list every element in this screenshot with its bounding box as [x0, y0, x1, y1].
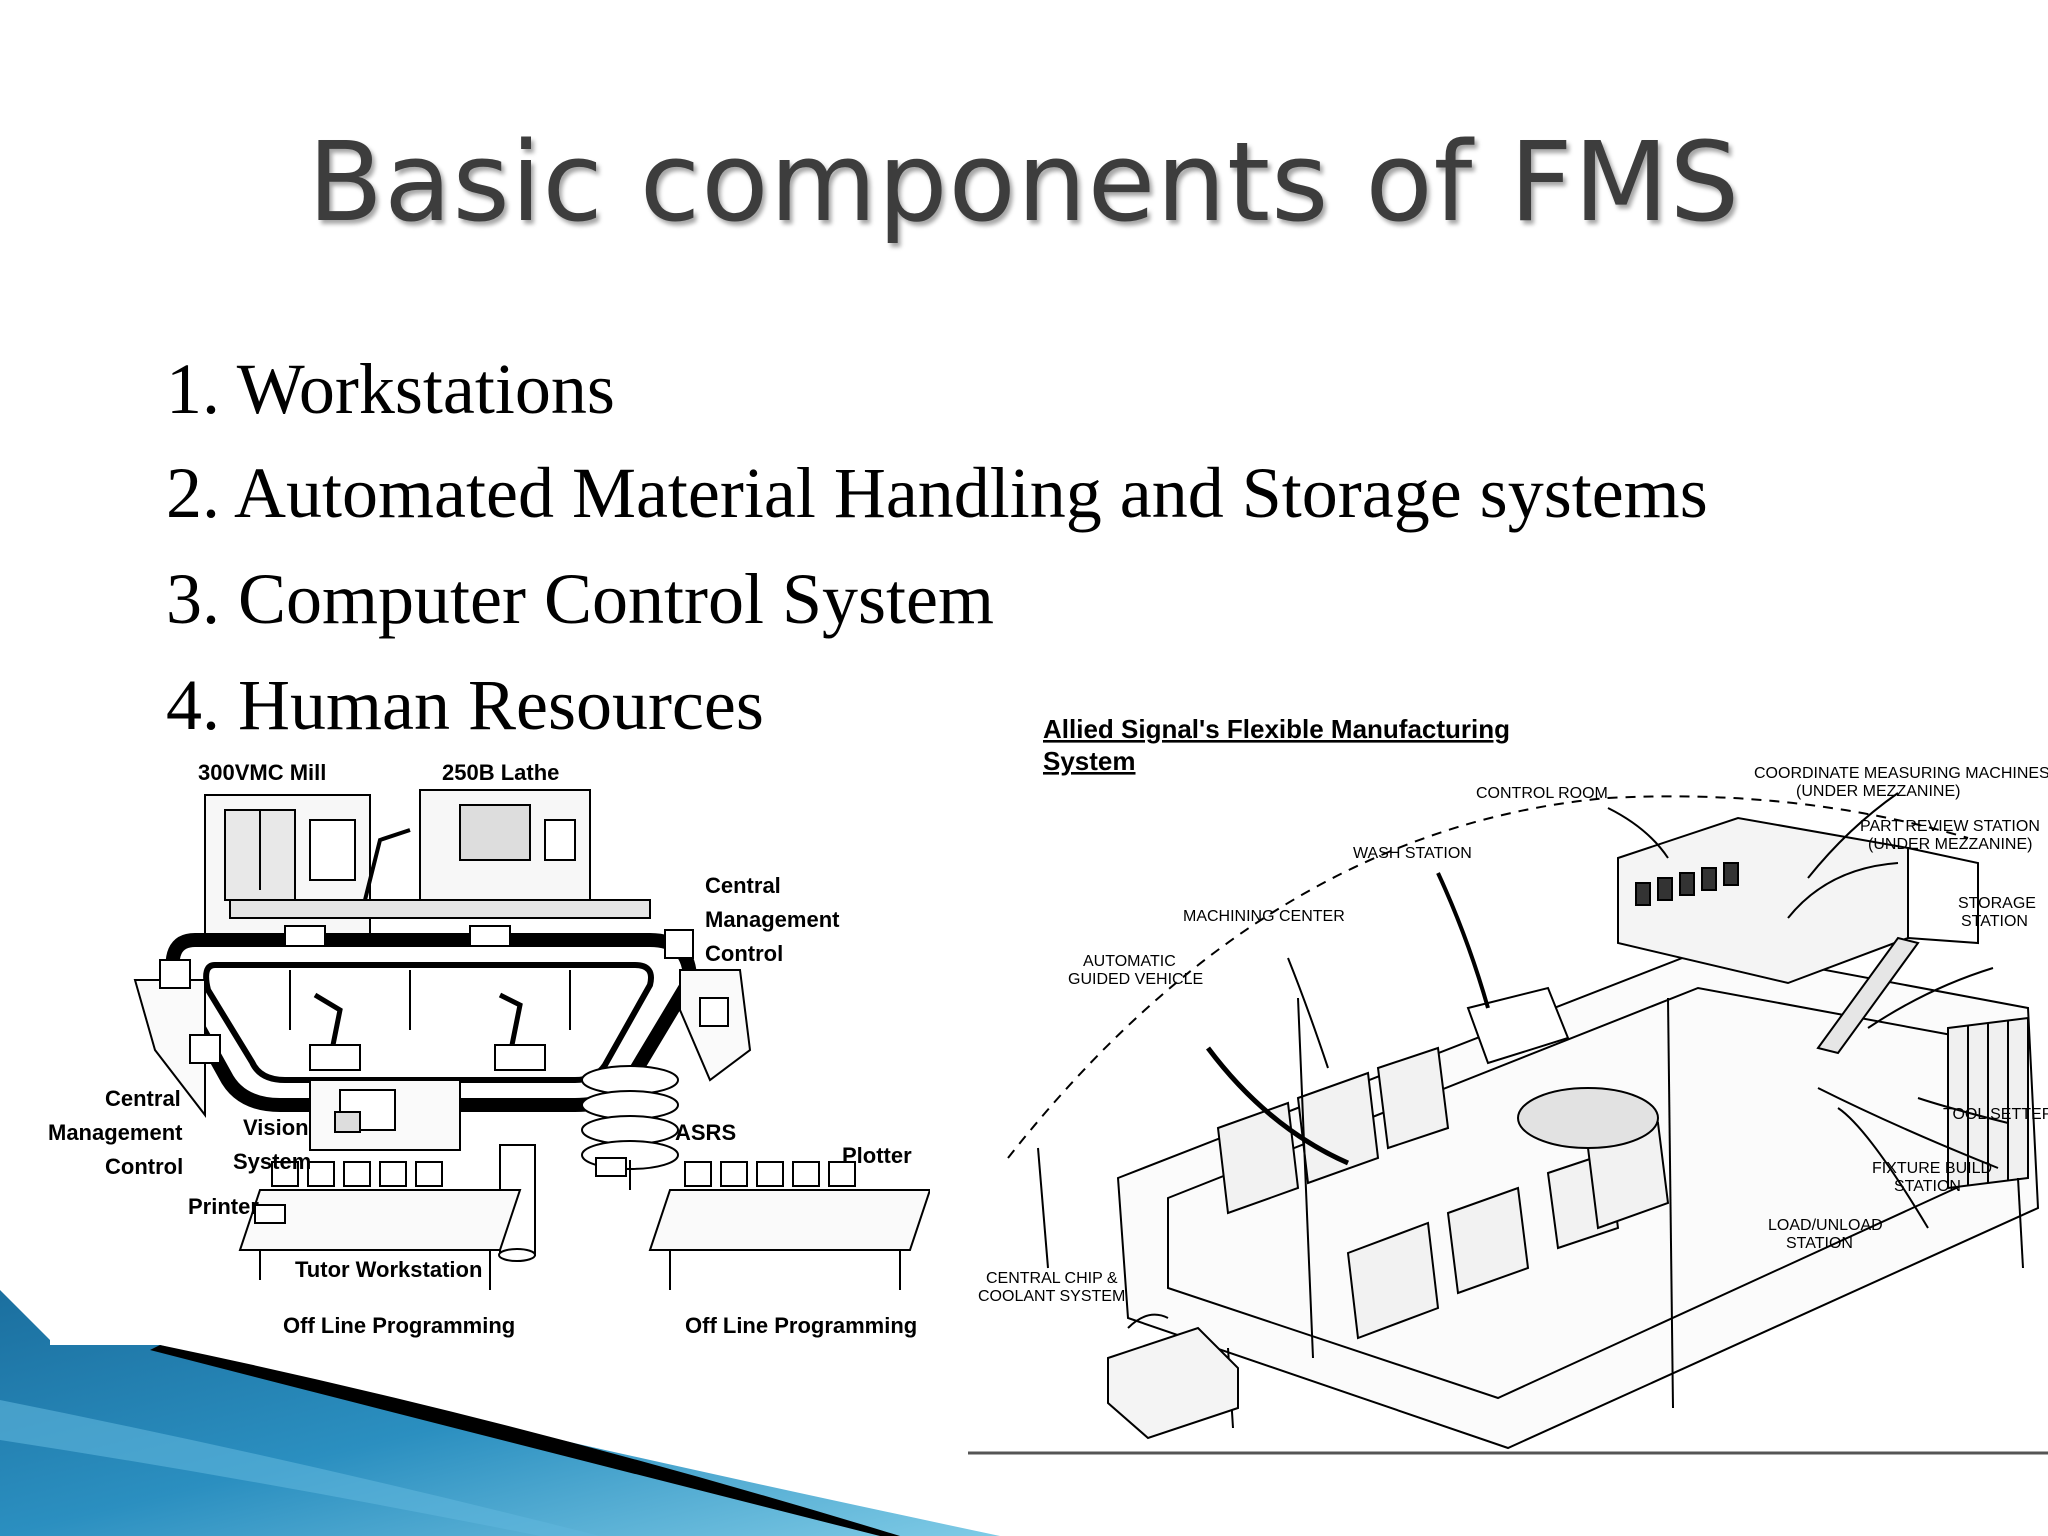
label-cmm-1: COORDINATE MEASURING MACHINES — [1754, 765, 2048, 782]
label-tutor: Tutor Workstation — [295, 1257, 482, 1282]
right-fms-diagram: Allied Signal's Flexible Manufacturing S… — [968, 714, 2048, 1455]
label-chip-1: CENTRAL CHIP & — [986, 1270, 1118, 1287]
label-cmm-2: (UNDER MEZZANINE) — [1796, 783, 1960, 800]
right-diagram-title-1: Allied Signal's Flexible Manufacturing — [1043, 714, 1510, 744]
label-control-room: CONTROL ROOM — [1476, 785, 1608, 802]
label-offline-right: Off Line Programming — [685, 1313, 917, 1338]
label-fixture-2: STATION — [1894, 1178, 1961, 1195]
label-part-review-1: PART REVIEW STATION — [1860, 818, 2040, 835]
label-part-review-2: (UNDER MEZZANINE) — [1868, 836, 2032, 853]
label-tool-setter: TOOL SETTER — [1943, 1106, 2048, 1123]
label-cmc-left-3: Control — [105, 1154, 183, 1179]
slide-title: Basic components of FMS — [307, 118, 1741, 246]
label-fixture-1: FIXTURE BUILD — [1872, 1160, 1992, 1177]
label-agv-1: AUTOMATIC — [1083, 953, 1176, 970]
label-cmc-right-1: Central — [705, 873, 781, 898]
list-item-human-resources: 4. Human Resources — [166, 665, 764, 745]
label-cmc-left-1: Central — [105, 1086, 181, 1111]
label-vision-2: System — [233, 1149, 311, 1174]
label-storage-1: STORAGE — [1958, 895, 2036, 912]
label-vision-1: Vision — [243, 1115, 309, 1140]
label-offline-left: Off Line Programming — [283, 1313, 515, 1338]
label-asrs: ASRS — [675, 1120, 736, 1145]
list-item-computer-control: 3. Computer Control System — [166, 559, 994, 639]
label-cmc-right-2: Management — [705, 907, 840, 932]
right-diagram-title-2: System — [1043, 746, 1136, 776]
list-item-material-handling: 2. Automated Material Handling and Stora… — [166, 453, 1708, 533]
left-fms-diagram: 300VMC Mill 250B Lathe Central Managemen… — [48, 760, 930, 1338]
label-lathe: 250B Lathe — [442, 760, 559, 785]
label-storage-2: STATION — [1961, 913, 2028, 930]
label-wash: WASH STATION — [1353, 845, 1472, 862]
label-printer: Printer — [188, 1194, 259, 1219]
label-agv-2: GUIDED VEHICLE — [1068, 971, 1203, 988]
list-item-workstations: 1. Workstations — [166, 349, 615, 429]
label-cmc-right-3: Control — [705, 941, 783, 966]
label-chip-2: COOLANT SYSTEM — [978, 1288, 1125, 1305]
label-machining: MACHINING CENTER — [1183, 908, 1345, 925]
label-load-2: STATION — [1786, 1235, 1853, 1252]
label-cmc-left-2: Management — [48, 1120, 183, 1145]
corner-swoosh-decoration — [0, 1290, 1000, 1536]
label-mill: 300VMC Mill — [198, 760, 326, 785]
label-load-1: LOAD/UNLOAD — [1768, 1217, 1883, 1234]
label-plotter: Plotter — [842, 1143, 912, 1168]
